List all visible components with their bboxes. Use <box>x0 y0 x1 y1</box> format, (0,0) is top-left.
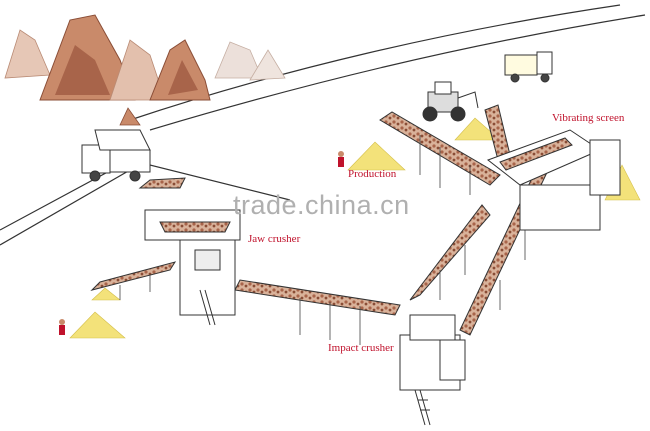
wheel-loader-icon <box>422 81 479 122</box>
dump-truck-icon <box>504 51 553 83</box>
conveyor-supports <box>119 135 526 345</box>
vibrating-screen-label: Vibrating screen <box>552 112 625 124</box>
sand-pile-icon <box>69 117 641 339</box>
production-label: Production <box>348 168 397 180</box>
worker-icon <box>59 151 344 335</box>
jaw-crusher-label: Jaw crusher <box>248 233 301 245</box>
watermark-text: trade.china.cn <box>233 190 410 220</box>
impact-crusher-structure <box>399 314 466 426</box>
mountain-icon <box>4 14 286 126</box>
vibrating-screen-structure <box>486 129 621 231</box>
impact-crusher-label: Impact crusher <box>328 342 394 354</box>
jaw-crusher-structure <box>144 209 241 326</box>
dump-truck-icon <box>81 129 151 182</box>
